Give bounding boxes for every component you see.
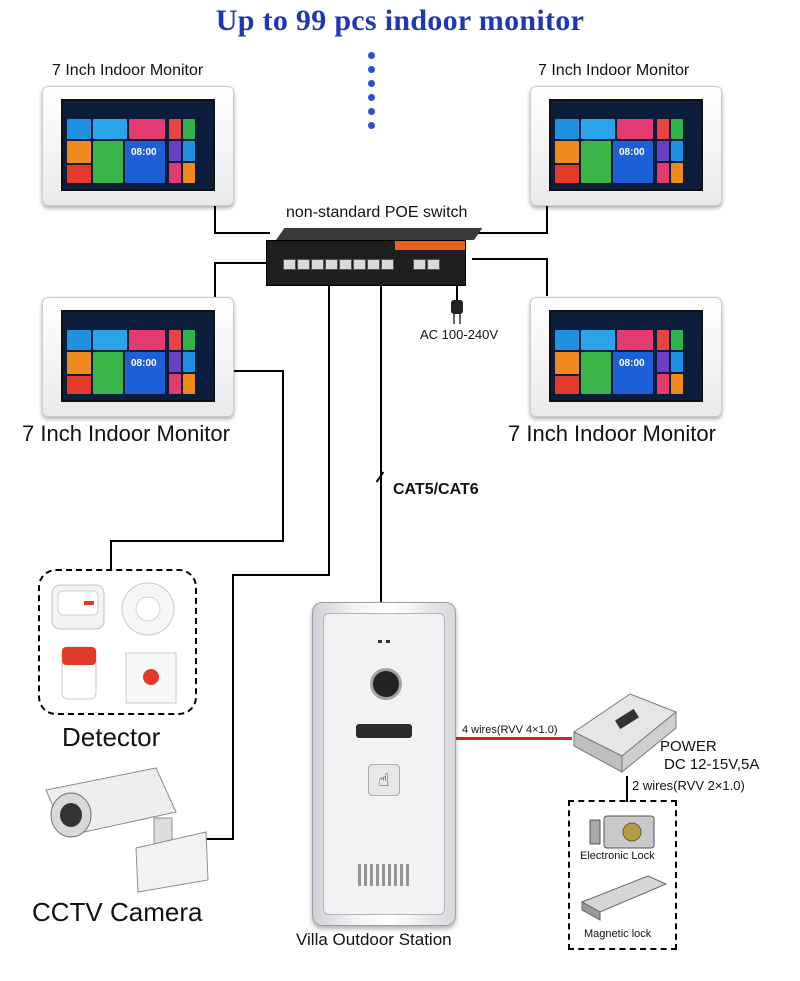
wire bbox=[328, 284, 330, 576]
monitor-screen: 08:00 bbox=[549, 310, 703, 402]
switch-label: non-standard POE switch bbox=[286, 204, 468, 221]
power-input-label: AC 100-240V bbox=[420, 327, 499, 342]
wire bbox=[214, 262, 268, 264]
indoor-monitor: 08:00 bbox=[530, 297, 722, 417]
wire bbox=[232, 574, 330, 576]
electronic-lock-icon bbox=[589, 815, 655, 849]
camera-label: CCTV Camera bbox=[32, 897, 203, 927]
speaker-grille bbox=[358, 864, 410, 886]
smoke-detector-icon bbox=[51, 582, 177, 704]
detector-label: Detector bbox=[62, 722, 161, 752]
wire bbox=[380, 284, 382, 604]
wire bbox=[626, 776, 628, 802]
clock-readout: 08:00 bbox=[619, 147, 645, 158]
wires-out-label: 2 wires(RVV 2×1.0) bbox=[632, 778, 745, 793]
magnetic-lock-icon bbox=[580, 875, 668, 921]
continuation-dots bbox=[366, 52, 378, 136]
power-spec: DC 12-15V,5A bbox=[664, 756, 760, 773]
monitor-label: 7 Inch Indoor Monitor bbox=[508, 421, 716, 446]
station-label: Villa Outdoor Station bbox=[296, 930, 452, 949]
wire bbox=[206, 838, 234, 840]
wire bbox=[232, 574, 234, 840]
cctv-camera-icon bbox=[45, 767, 209, 893]
monitor-label: 7 Inch Indoor Monitor bbox=[538, 62, 690, 79]
wire bbox=[546, 258, 548, 296]
switch-accent-strip bbox=[395, 241, 465, 250]
wire bbox=[110, 540, 284, 542]
monitor-screen: 08:00 bbox=[61, 99, 215, 191]
indoor-monitor: 08:00 bbox=[530, 86, 722, 206]
cable-label: CAT5/CAT6 bbox=[393, 481, 479, 498]
indoor-monitor: 08:00 bbox=[42, 86, 234, 206]
poe-switch bbox=[266, 228, 483, 286]
wire bbox=[282, 370, 284, 542]
wire bbox=[214, 206, 216, 234]
monitor-label: 7 Inch Indoor Monitor bbox=[22, 421, 230, 446]
indoor-monitor: 08:00 bbox=[42, 297, 234, 417]
wire bbox=[110, 540, 112, 570]
clock-readout: 08:00 bbox=[131, 358, 157, 369]
electronic-lock-label: Electronic Lock bbox=[580, 850, 655, 862]
camera-lens-icon bbox=[370, 668, 402, 700]
clock-readout: 08:00 bbox=[619, 358, 645, 369]
wire bbox=[234, 370, 284, 372]
ir-sensor-strip bbox=[356, 724, 412, 738]
power-wire bbox=[446, 737, 572, 740]
power-plug-icon bbox=[451, 300, 463, 324]
clock-readout: 08:00 bbox=[131, 147, 157, 158]
detector-group bbox=[38, 569, 197, 715]
diagram-title: Up to 99 pcs indoor monitor bbox=[215, 4, 585, 37]
power-title: POWER bbox=[660, 738, 717, 755]
power-supply-icon bbox=[573, 693, 677, 774]
magnetic-lock-label: Magnetic lock bbox=[584, 928, 652, 940]
monitor-screen: 08:00 bbox=[549, 99, 703, 191]
wire bbox=[214, 232, 270, 234]
wire bbox=[472, 232, 548, 234]
monitor-label: 7 Inch Indoor Monitor bbox=[52, 62, 204, 79]
call-button[interactable]: ☝ bbox=[368, 764, 400, 796]
wire bbox=[214, 262, 216, 298]
wire bbox=[546, 206, 548, 234]
wires-in-label: 4 wires(RVV 4×1.0) bbox=[462, 724, 558, 736]
wire bbox=[472, 258, 546, 260]
wire bbox=[456, 284, 458, 304]
lock-group: Electronic Lock Magnetic lock bbox=[568, 800, 677, 950]
outdoor-station: ☝ bbox=[312, 602, 456, 926]
monitor-screen: 08:00 bbox=[61, 310, 215, 402]
mic-dots bbox=[378, 640, 390, 646]
